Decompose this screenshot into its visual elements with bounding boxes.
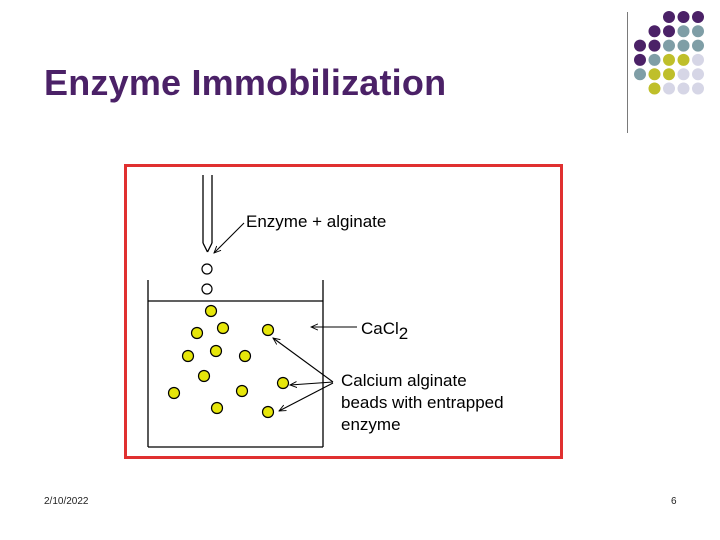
decorative-dot	[692, 25, 704, 38]
decorative-dot	[677, 39, 690, 52]
label-enzyme-alginate: Enzyme + alginate	[246, 212, 386, 231]
decorative-dot	[648, 39, 661, 52]
decorative-dot	[634, 39, 646, 52]
decorative-dot	[663, 25, 675, 38]
arrow-beads-middle	[290, 382, 334, 385]
decorative-dot	[663, 39, 675, 52]
pipette	[202, 175, 213, 253]
decorative-dot	[648, 82, 661, 95]
decorative-dot	[634, 68, 646, 81]
decorative-dot	[648, 25, 661, 38]
label-cacl2-subscript: 2	[399, 324, 408, 343]
alginate-bead	[210, 401, 224, 415]
alginate-bead	[197, 369, 211, 383]
alginate-bead	[216, 321, 230, 335]
decorative-dot	[648, 53, 661, 66]
alginate-bead	[209, 344, 223, 358]
decorative-dot	[677, 11, 690, 23]
decorative-dot	[692, 82, 704, 95]
decorative-dot	[677, 53, 690, 66]
beaker	[147, 280, 324, 448]
slide-title: Enzyme Immobilization	[44, 62, 447, 103]
decorative-dot	[677, 68, 690, 81]
arrow-beads-lower	[279, 382, 334, 411]
alginate-bead	[276, 376, 290, 390]
decorative-dot	[692, 53, 704, 66]
arrow-beads-upper	[273, 338, 334, 383]
decorative-dot	[692, 11, 704, 23]
slide-number: 6	[671, 496, 677, 507]
arrow-enzyme-alginate	[214, 222, 245, 253]
diagram-frame: Enzyme + alginate CaCl2 Calcium alginate…	[124, 164, 563, 459]
decorative-dot	[648, 68, 661, 81]
title-divider	[627, 12, 628, 133]
alginate-bead	[238, 349, 252, 363]
decorative-dot	[663, 68, 675, 81]
decorative-dot	[692, 39, 704, 52]
decorative-dot	[677, 25, 690, 38]
decorative-dot	[677, 82, 690, 95]
decorative-dot	[663, 11, 675, 23]
decorative-dot	[663, 82, 675, 95]
alginate-bead	[204, 304, 218, 318]
decorative-dot	[692, 68, 704, 81]
decorative-dot-grid	[634, 11, 704, 95]
alginate-bead	[235, 384, 249, 398]
alginate-bead	[261, 405, 275, 419]
falling-drop	[201, 263, 213, 275]
label-beads: Calcium alginate beads with entrapped en…	[341, 371, 508, 434]
falling-drop	[201, 283, 213, 295]
decorative-dot	[634, 53, 646, 66]
alginate-bead	[181, 349, 195, 363]
immobilization-diagram: Enzyme + alginate CaCl2 Calcium alginate…	[147, 175, 508, 448]
label-cacl2: CaCl2	[361, 319, 408, 343]
alginate-bead	[190, 326, 204, 340]
decorative-dot	[663, 53, 675, 66]
alginate-bead	[167, 386, 181, 400]
bead-group	[167, 304, 290, 419]
alginate-bead	[261, 323, 275, 337]
slide-date: 2/10/2022	[44, 496, 89, 507]
